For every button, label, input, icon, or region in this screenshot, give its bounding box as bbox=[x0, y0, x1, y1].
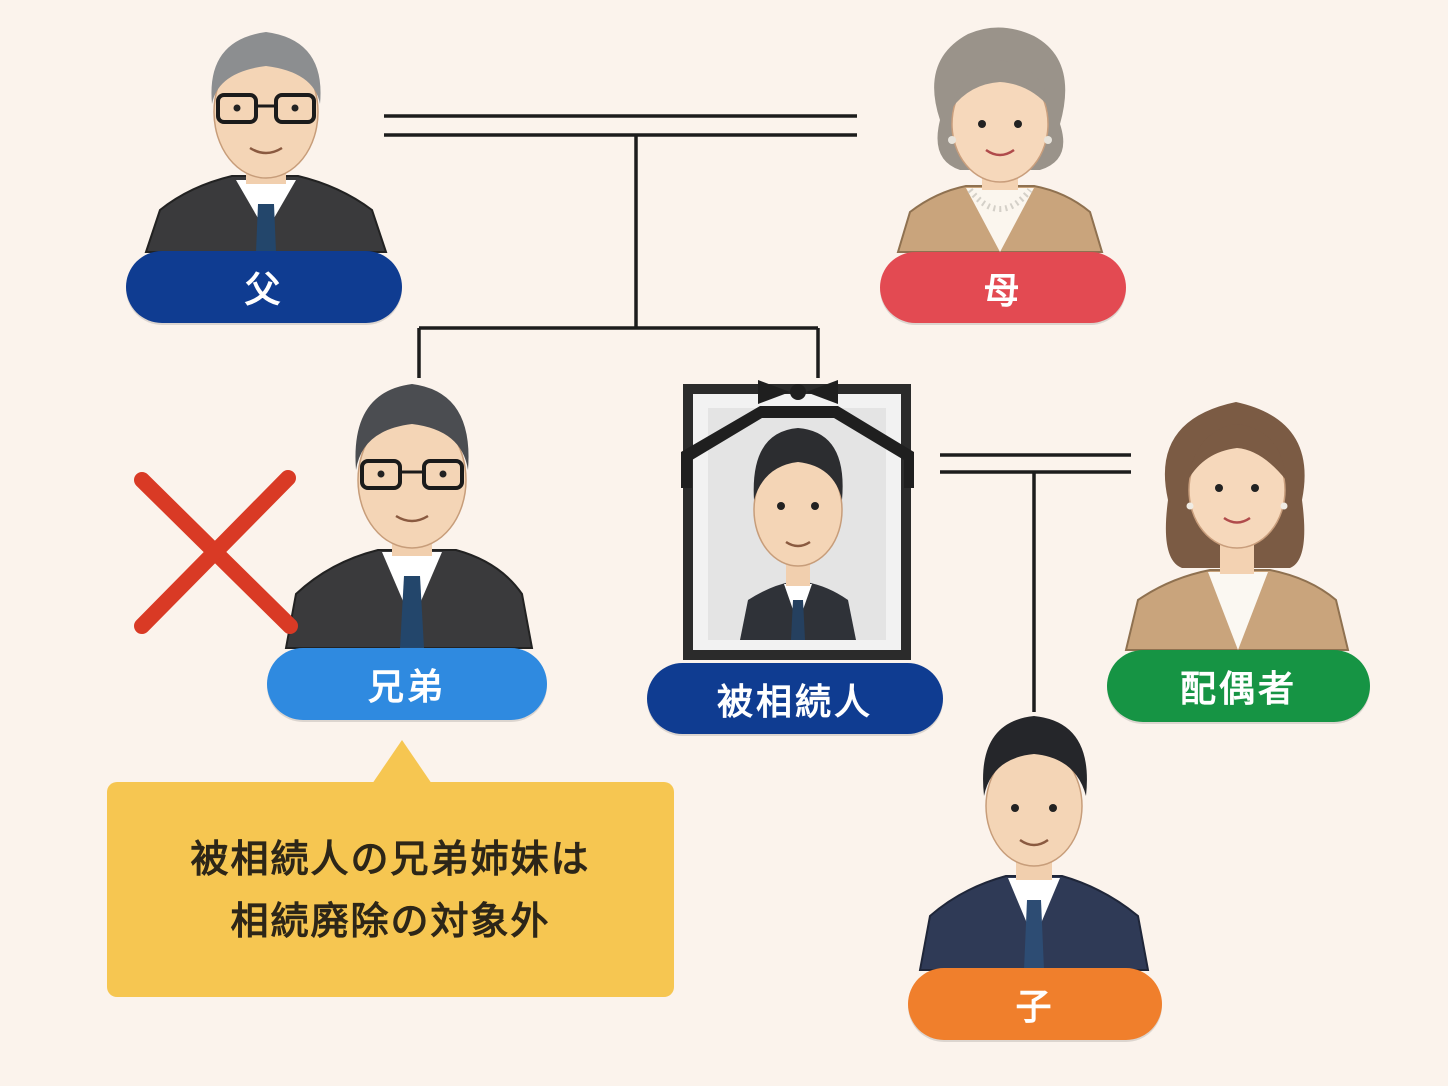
callout-line-1: 被相続人の兄弟姉妹は bbox=[190, 836, 591, 881]
callout-line-2: 相続廃除の対象外 bbox=[230, 898, 551, 943]
decedent-label: 被相続人 bbox=[647, 663, 943, 734]
child-portrait bbox=[918, 716, 1150, 971]
child-label: 子 bbox=[908, 968, 1162, 1040]
mother-label: 母 bbox=[880, 252, 1126, 323]
sibling-label: 兄弟 bbox=[267, 648, 547, 720]
spouse-portrait bbox=[1124, 402, 1350, 651]
callout-tail bbox=[372, 740, 432, 784]
callout-box: 被相続人の兄弟姉妹は 相続廃除の対象外 bbox=[107, 782, 674, 997]
memorial-portrait-frame bbox=[681, 380, 914, 660]
spouse-label: 配偶者 bbox=[1107, 650, 1370, 722]
father-portrait bbox=[144, 32, 388, 253]
father-label: 父 bbox=[126, 251, 402, 323]
connector-lines bbox=[384, 114, 1131, 712]
cross-mark-icon bbox=[134, 470, 298, 634]
mother-portrait bbox=[896, 27, 1104, 253]
sibling-portrait bbox=[284, 384, 534, 649]
